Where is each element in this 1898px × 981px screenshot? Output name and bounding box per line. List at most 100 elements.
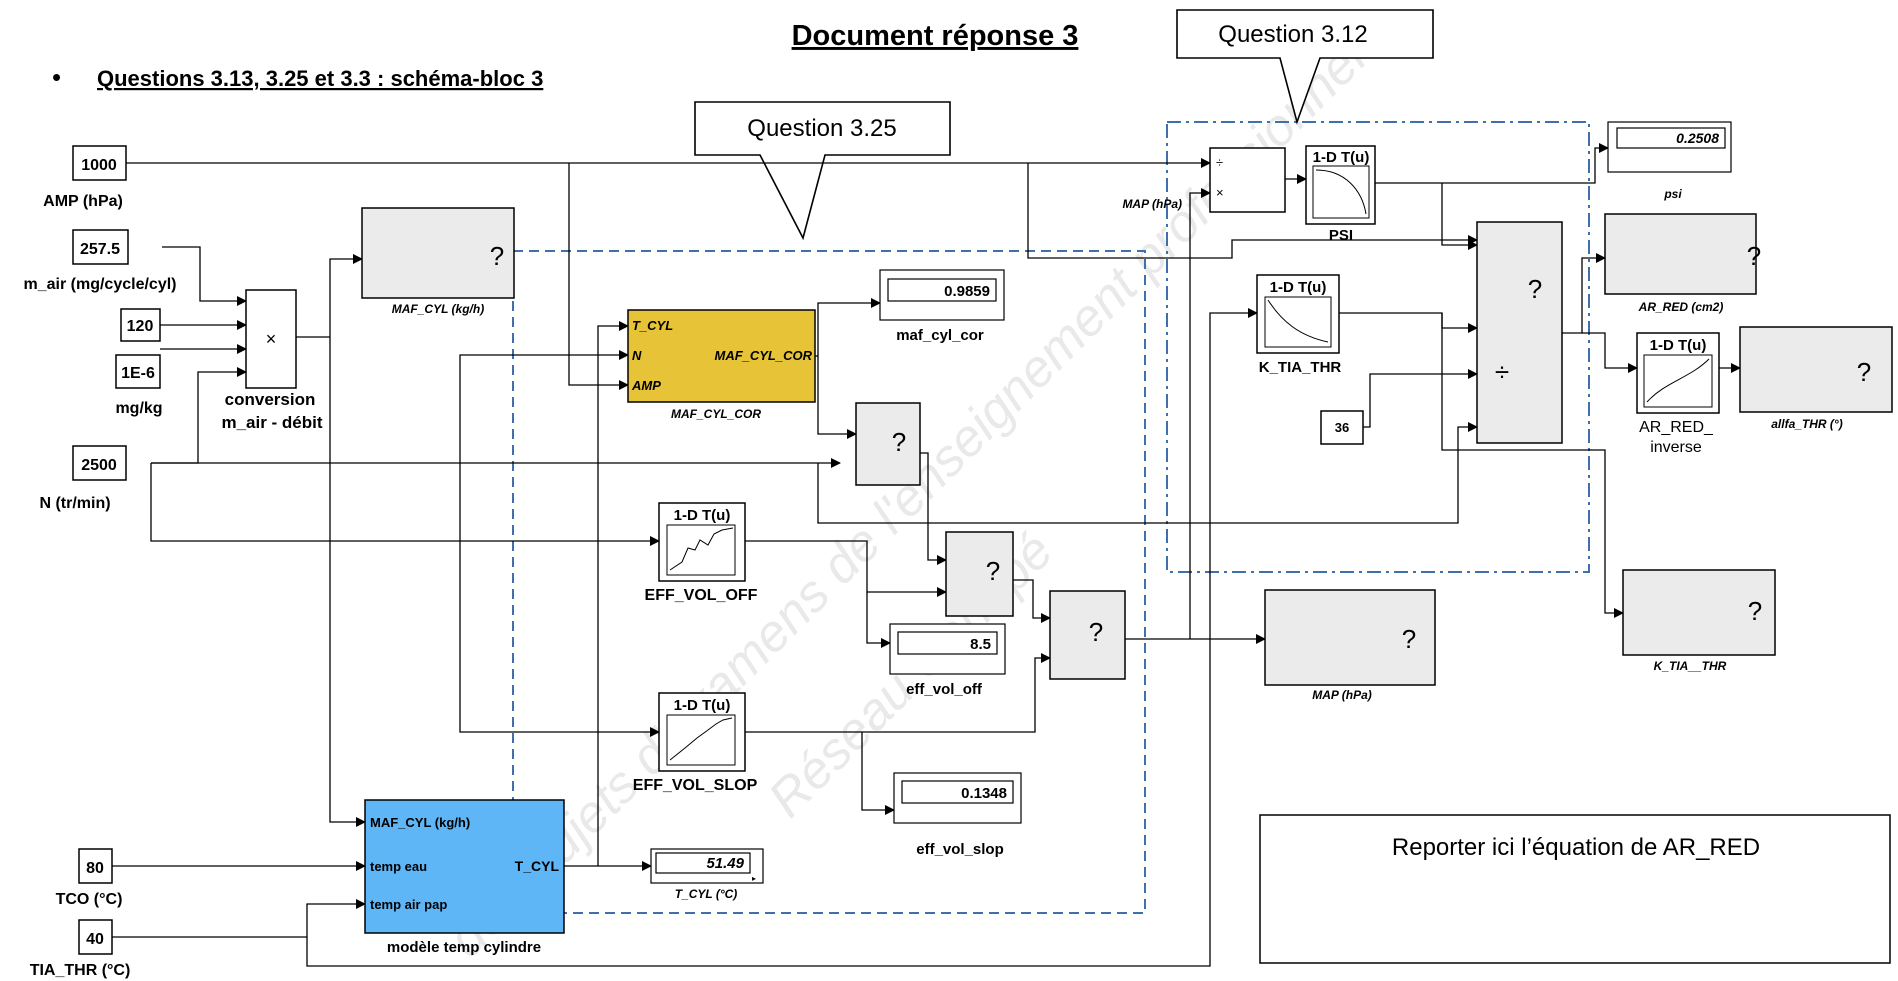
lookup-ar-red-inverse-label-2: inverse — [1650, 439, 1702, 456]
answer-box-prompt: Reporter ici l’équation de AR_RED — [1392, 834, 1760, 861]
display-t-cyl: 51.49 ▸ T_CYL (°C) — [650, 848, 764, 901]
display-psi-value: 0.2508 — [1676, 130, 1719, 146]
maf-cyl-scope: ? MAF_CYL (kg/h) — [361, 207, 515, 316]
unknown-block-1-label: ? — [892, 427, 906, 457]
maf-cor-input-tcyl: T_CYL — [632, 318, 673, 333]
constant-tia-value: 40 — [86, 931, 104, 948]
conversion-label-2: m_air - débit — [221, 413, 322, 432]
maf-cyl-scope-label: MAF_CYL (kg/h) — [392, 302, 484, 316]
display-eff-vol-off: 8.5 eff_vol_off — [889, 623, 1006, 698]
lookup-k-tia-thr: 1-D T(u) K_TIA_THR — [1256, 274, 1342, 376]
constant-36-value: 36 — [1335, 420, 1349, 435]
unknown-block-2: ? — [945, 531, 1014, 617]
ar-red-scope-unknown: ? — [1747, 241, 1761, 271]
lookup-psi-label: PSI — [1329, 227, 1353, 244]
display-maf-cyl-cor-label: maf_cyl_cor — [896, 327, 984, 344]
lookup-psi: 1-D T(u) PSI — [1305, 145, 1376, 244]
temp-model-label: modèle temp cylindre — [387, 939, 541, 956]
constant-tco-label: TCO (°C) — [56, 891, 123, 908]
page-subtitle: Questions 3.13, 3.25 et 3.3 : schéma-blo… — [97, 66, 543, 91]
unknown-block-3: ? — [1049, 590, 1126, 680]
constant-amp-label: AMP (hPa) — [43, 193, 123, 210]
map-input-label: MAP (hPa) — [1122, 197, 1182, 211]
display-t-cyl-value: 51.49 — [706, 855, 744, 872]
map-scope-label: MAP (hPa) — [1312, 688, 1372, 702]
product-symbol: × — [266, 329, 277, 349]
lookup-psi-title: 1-D T(u) — [1313, 149, 1370, 166]
allfa-thr-scope-unknown: ? — [1857, 357, 1871, 387]
unknown-block-2-label: ? — [986, 556, 1000, 586]
constant-n-label: N (tr/min) — [39, 495, 110, 512]
lookup-ar-red-inverse: 1-D T(u) AR_RED_ inverse — [1636, 332, 1720, 456]
lookup-eff-vol-off-title: 1-D T(u) — [674, 507, 731, 524]
constant-tco-value: 80 — [86, 860, 104, 877]
ar-red-divide-block: ? ÷ — [1476, 221, 1563, 444]
k-tia-thr-scope-unknown: ? — [1748, 596, 1762, 626]
temp-model-output: T_CYL — [515, 858, 560, 874]
maf-cor-label: MAF_CYL_COR — [671, 407, 761, 421]
lookup-eff-vol-slop-label: EFF_VOL_SLOP — [633, 777, 758, 794]
display-t-cyl-arrow: ▸ — [752, 874, 756, 883]
page-title: Document réponse 3 — [792, 20, 1079, 52]
map-scope: ? MAP (hPa) — [1264, 589, 1436, 702]
lookup-eff-vol-off: 1-D T(u) EFF_VOL_OFF — [645, 502, 758, 604]
constant-amp-value: 1000 — [81, 157, 117, 174]
ar-red-divide-symbol: ÷ — [1495, 357, 1509, 387]
lookup-ar-red-inverse-label-1: AR_RED_ — [1639, 419, 1714, 436]
maf-cor-output: MAF_CYL_COR — [714, 348, 812, 363]
constant-tia: 40 TIA_THR (°C) — [30, 919, 131, 979]
display-eff-vol-slop: 0.1348 eff_vol_slop — [893, 772, 1022, 858]
constant-m-air-label: m_air (mg/cycle/cyl) — [24, 276, 177, 293]
temp-model-input-1: MAF_CYL (kg/h) — [370, 815, 470, 830]
callout-question-3-12-label: Question 3.12 — [1218, 21, 1367, 48]
display-maf-cyl-cor: 0.9859 maf_cyl_cor — [879, 269, 1005, 344]
allfa-thr-scope-label: allfa_THR (°) — [1771, 417, 1842, 431]
constant-mgkg-value: 1E-6 — [121, 365, 155, 382]
callout-question-3-25: Question 3.25 — [694, 101, 951, 241]
lookup-eff-vol-off-label: EFF_VOL_OFF — [645, 587, 758, 604]
constant-n-value: 2500 — [81, 457, 117, 474]
lookup-eff-vol-slop: 1-D T(u) EFF_VOL_SLOP — [633, 692, 758, 794]
callout-question-3-12: Question 3.12 — [1176, 9, 1434, 125]
display-eff-vol-slop-value: 0.1348 — [961, 785, 1007, 802]
question-3-25-region — [512, 250, 1146, 914]
constant-tco: 80 TCO (°C) — [56, 848, 123, 908]
callout-question-3-25-label: Question 3.25 — [747, 115, 896, 142]
maf-cor-input-amp: AMP — [631, 378, 661, 393]
divide-block-amp-map: ÷ × MAP (hPa) — [1122, 147, 1286, 213]
constant-n: 2500 N (tr/min) — [39, 445, 127, 512]
constant-m-air-value: 257.5 — [80, 241, 120, 258]
constant-120-value: 120 — [127, 318, 154, 335]
constant-amp: 1000 AMP (hPa) — [43, 145, 127, 210]
divide-block-input-2: × — [1216, 185, 1224, 200]
maf-cyl-cor-subsystem: T_CYL N AMP MAF_CYL_COR MAF_CYL_COR — [627, 309, 816, 421]
temp-model-input-2: temp eau — [370, 859, 427, 874]
display-t-cyl-label: T_CYL (°C) — [675, 887, 738, 901]
temp-model-input-3: temp air pap — [370, 897, 447, 912]
display-eff-vol-off-label: eff_vol_off — [906, 681, 983, 698]
constant-36: 36 — [1320, 410, 1364, 445]
answer-box[interactable]: Reporter ici l’équation de AR_RED — [1259, 814, 1891, 964]
ar-red-divide-unknown: ? — [1528, 274, 1542, 304]
constant-mgkg-label: mg/kg — [115, 400, 162, 417]
map-scope-unknown: ? — [1402, 624, 1416, 654]
constant-120: 120 — [120, 308, 161, 342]
constant-tia-label: TIA_THR (°C) — [30, 962, 131, 979]
temp-cylinder-model: MAF_CYL (kg/h) temp eau temp air pap T_C… — [364, 799, 565, 956]
lookup-k-tia-thr-label: K_TIA_THR — [1259, 359, 1342, 376]
unknown-block-1: ? — [855, 402, 921, 486]
lookup-eff-vol-slop-title: 1-D T(u) — [674, 697, 731, 714]
display-eff-vol-off-value: 8.5 — [970, 636, 991, 653]
constant-m-air: 257.5 m_air (mg/cycle/cyl) — [24, 229, 177, 293]
signal-lines — [112, 143, 1741, 967]
maf-cyl-scope-unknown: ? — [490, 241, 504, 271]
maf-cor-input-n: N — [632, 348, 642, 363]
question-3-12-region — [1166, 121, 1590, 573]
display-psi: 0.2508 psi — [1607, 121, 1732, 201]
unknown-block-3-label: ? — [1089, 617, 1103, 647]
k-tia-thr-scope-label: K_TIA__THR — [1654, 659, 1727, 673]
bullet: • — [52, 62, 61, 92]
display-eff-vol-slop-label: eff_vol_slop — [916, 841, 1004, 858]
allfa-thr-scope: ? allfa_THR (°) — [1739, 326, 1893, 431]
